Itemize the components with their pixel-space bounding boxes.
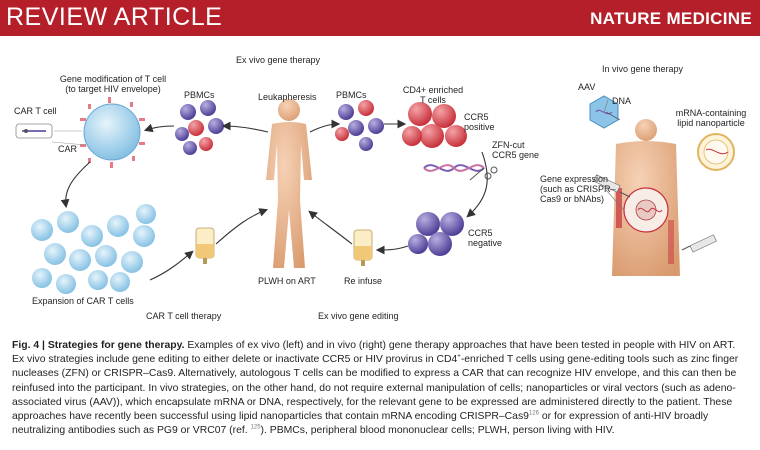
caption-plus: + — [457, 353, 461, 360]
pbmcs-right-label: PBMCs — [336, 90, 367, 100]
journal-header: REVIEW ARTICLE NATURE MEDICINE — [0, 0, 760, 36]
caption-text-1: Examples of ex vivo (left) and in vivo (… — [12, 340, 736, 366]
expansion-label: Expansion of CAR T cells — [32, 296, 134, 306]
ccr5-negative-cells — [408, 212, 464, 256]
lipid-nanoparticle — [697, 133, 735, 171]
dna-label: DNA — [612, 96, 632, 106]
ex-vivo-editing-label: Ex vivo gene editing — [318, 311, 399, 321]
pbmcs-left-cells — [175, 100, 224, 155]
syringe-left — [593, 174, 631, 198]
expanded-car-t-cells — [31, 204, 156, 294]
caption-ref-2[interactable]: 125 — [250, 424, 261, 431]
caption-text-3: or for expression of anti-HIV broadly ne… — [12, 411, 709, 437]
car-t-therapy-label: CAR T cell therapy — [146, 311, 222, 321]
workflow-arrows — [60, 119, 488, 281]
caption-text-4: ). PBMCs, peripheral blood mononuclear c… — [260, 425, 615, 437]
ex-vivo-title: Ex vivo gene therapy — [236, 55, 321, 65]
leukapheresis-label: Leukapheresis — [258, 92, 317, 102]
gene-expression-label: Gene expression(such as CRISPR–Cas9 or b… — [540, 174, 616, 204]
caption-text-2: -enriched T cells using gene-editing too… — [12, 354, 739, 423]
gene-mod-label: Gene modification of T cell(to target HI… — [59, 74, 167, 94]
figure-caption: Fig. 4 | Strategies for gene therapy. Ex… — [12, 339, 748, 438]
syringe-right — [681, 234, 717, 253]
plwh-label: PLWH on ART — [258, 276, 316, 286]
figure-illustration — [15, 95, 735, 294]
car-t-cell-diagram — [15, 97, 145, 168]
patient-figure-center — [266, 99, 312, 268]
in-vivo-title: In vivo gene therapy — [602, 64, 684, 74]
pbmcs-right-cells — [335, 100, 384, 151]
re-infuse-label: Re infuse — [344, 276, 383, 286]
figure-4: Ex vivo gene therapy In vivo gene therap… — [0, 40, 760, 330]
pbmcs-left-label: PBMCs — [184, 90, 215, 100]
car-label: CAR — [58, 144, 78, 154]
car-t-cell-label: CAR T cell — [14, 106, 57, 116]
patient-figure-in-vivo — [612, 119, 680, 276]
section-label: REVIEW ARTICLE — [6, 3, 223, 31]
in-vivo-callout-lines — [603, 99, 625, 211]
ccr5-positive-cells — [402, 102, 467, 148]
caption-ref-1[interactable]: 126 — [528, 410, 539, 417]
caption-figure-label: Fig. 4 | Strategies for gene therapy. — [12, 340, 185, 351]
car-t-infusion-bag — [195, 227, 215, 264]
aav-label: AAV — [578, 82, 596, 92]
journal-name: NATURE MEDICINE — [590, 9, 752, 28]
re-infuse-bag — [353, 229, 373, 266]
zfn-cut-dna — [423, 164, 498, 181]
